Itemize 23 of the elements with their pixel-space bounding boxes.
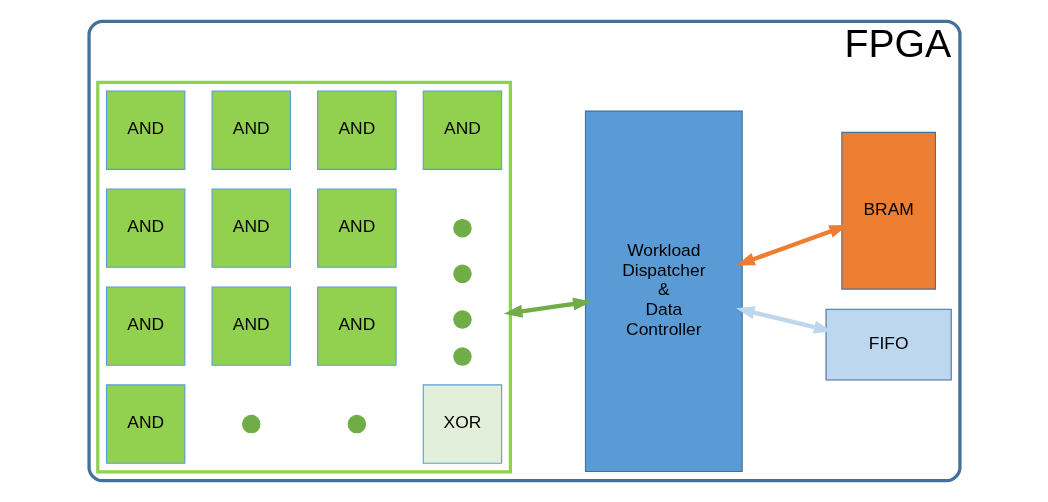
node-box: AND [105, 188, 185, 268]
arrow [503, 297, 592, 318]
node-box: AND [211, 90, 291, 170]
node-box: AND [105, 286, 185, 366]
node-box: AND [105, 384, 185, 464]
node-circle [452, 310, 472, 329]
node-circle [241, 414, 260, 434]
node-box: AND [316, 188, 397, 268]
node-circle [452, 264, 472, 284]
node-box: FIFO [825, 308, 952, 381]
node-box: AND [105, 90, 185, 170]
node-circle [452, 218, 472, 238]
node-box: AND [422, 90, 502, 170]
node-box: AND [211, 188, 291, 268]
cluster [95, 80, 512, 474]
node-circle [347, 414, 366, 434]
node-box: Workload Dispatcher & Data Controller [584, 110, 743, 472]
node-box: AND [316, 286, 397, 366]
node-box: AND [316, 90, 397, 170]
node-box: XOR [422, 384, 502, 464]
node-circle [452, 347, 472, 366]
node-box: AND [211, 286, 291, 366]
node-box: BRAM [840, 131, 936, 290]
